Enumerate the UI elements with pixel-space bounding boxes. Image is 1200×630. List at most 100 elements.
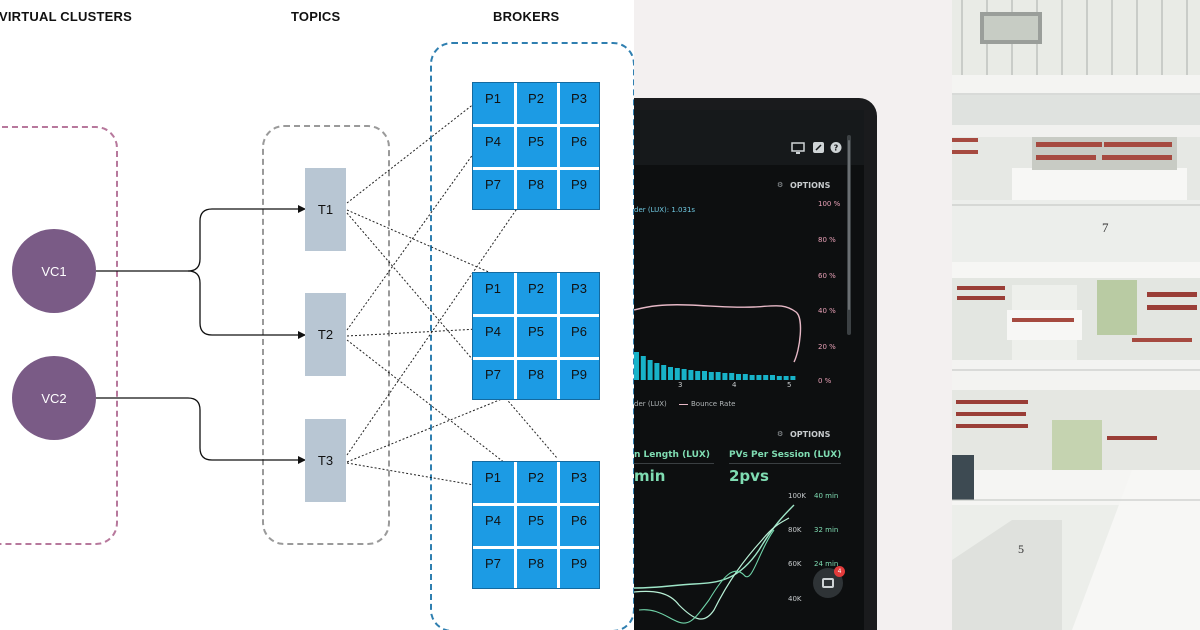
topic-t2: T2 [305,293,346,376]
histogram-bar [783,376,789,380]
histogram-bar [640,356,646,380]
library-interior-photo: 7 5 [952,0,1200,630]
histogram-bar [668,367,673,380]
partition-p2: P2 [528,470,544,485]
grid-divider [514,462,517,588]
partition-p8: P8 [528,177,544,192]
histogram-bar [736,374,741,380]
partition-p5: P5 [528,134,544,149]
histogram-bar [681,369,687,380]
grid-divider [473,546,599,549]
metric-left-label: n Length (LUX) [634,450,710,460]
partition-p4: P4 [485,324,501,339]
grid-divider [473,503,599,506]
partition-p2: P2 [528,281,544,296]
link-t2-b1-p4 [346,149,477,331]
partition-p2: P2 [528,91,544,106]
partition-p9: P9 [571,177,587,192]
grid-divider [514,83,517,209]
header-brokers: BROKERS [493,9,560,24]
floor-number-5: 5 [1018,542,1024,556]
header-virtual-clusters: VIRTUAL CLUSTERS [0,9,132,24]
partition-p7: P7 [485,556,501,571]
arrow-vc2-to-t3 [96,397,306,464]
partition-p7: P7 [485,177,501,192]
xticks-tick: 3 [678,381,683,389]
virtual-cluster-vc2: VC2 [12,356,96,440]
bounce-rate-line [634,304,802,363]
histogram-bar [702,371,707,380]
options-bottom: OPTIONS [790,430,831,439]
histogram-bar [729,373,735,380]
legend-swatch [679,404,688,405]
session-chart [634,504,795,624]
raxis-tick: 32 min [814,526,839,534]
grid-divider [514,273,517,399]
grid-divider [473,124,599,127]
partition-p6: P6 [571,134,587,149]
link-t3-b3-p1 [346,462,475,486]
histogram-bar [770,375,775,380]
histogram-bar [647,360,653,380]
histogram-bar [688,370,694,380]
gear-icon-bottom: ⚙ [777,430,784,438]
partition-p1: P1 [485,281,501,296]
histogram-bar [790,376,796,380]
histogram-bar [661,365,667,380]
histogram-bar [674,368,680,380]
grid-divider [473,167,599,170]
yticks-tick: 60 % [818,272,836,280]
histogram-bar [763,375,769,380]
virtual-cluster-vc1: VC1 [12,229,96,313]
monitor-icon [791,142,805,154]
grid-divider [557,462,560,588]
share-icon [813,142,824,153]
bounce-rate-chart-svg [634,304,802,380]
histogram-bar [695,371,701,380]
histogram-bar [756,375,762,380]
histogram-bar [742,374,748,380]
partition-p8: P8 [528,556,544,571]
xticks-tick: 5 [787,381,792,389]
xticks-tick: 4 [732,381,737,389]
yticks-tick: 20 % [818,343,836,351]
raxis-tick: 24 min [814,560,839,568]
partition-p8: P8 [528,367,544,382]
partition-p1: P1 [485,91,501,106]
histogram-bar [715,372,721,380]
link-t1-b2-p2 [346,209,517,285]
options-top: OPTIONS [790,181,831,190]
raxis-tick: 40 min [814,492,839,500]
histogram-bar [749,375,755,380]
topic-t1: T1 [305,168,346,251]
notification-badge: 4 [834,566,845,577]
yticks-tick: 80 % [818,236,836,244]
yticks-tick: 40 % [818,307,836,315]
partition-p3: P3 [571,470,587,485]
partition-p9: P9 [571,367,587,382]
link-t3-b1-p8 [346,196,526,456]
dashboard-tablet-photo: ? ⚙ OPTIONS der (LUX): 1.031s 100 %80 %6… [634,0,952,630]
partition-p3: P3 [571,91,587,106]
partition-p5: P5 [528,513,544,528]
header-topics: TOPICS [291,9,341,24]
histogram-bar [776,376,782,380]
help-icon: ? [830,142,842,153]
link-t1-b3-p3 [346,212,558,459]
gear-icon: ⚙ [777,181,784,189]
partition-p6: P6 [571,513,587,528]
legend-right: Bounce Rate [691,400,736,408]
metric-left-value: min [634,467,666,485]
laxis-tick: 100K [788,492,806,500]
svg-text:?: ? [834,144,839,153]
histogram-bar [708,372,714,380]
partition-p7: P7 [485,367,501,382]
connection-lines [96,102,558,503]
scrollbar-thumb [848,140,850,310]
laxis-tick: 80K [788,526,802,534]
partition-p4: P4 [485,513,501,528]
brokers-group [430,42,634,630]
partition-p5: P5 [528,324,544,339]
